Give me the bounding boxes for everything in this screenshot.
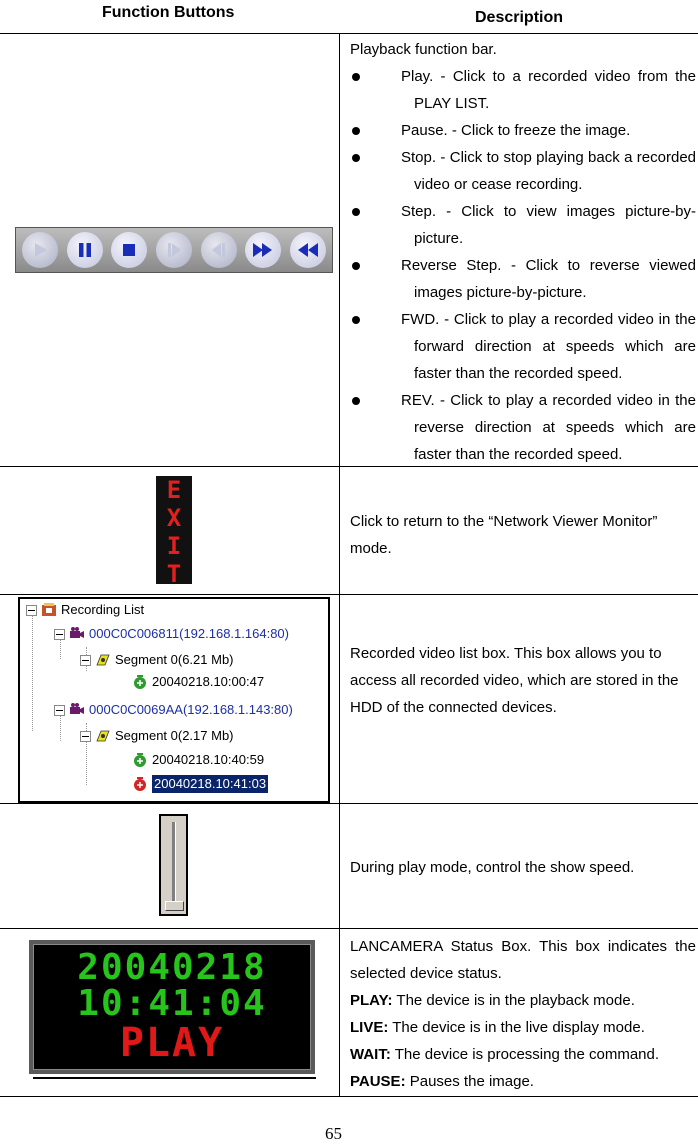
tree-row-recording-selected[interactable]: 20040218.10:41:03 <box>132 775 269 793</box>
tree-row-segment[interactable]: Segment 0(2.17 Mb) <box>80 727 234 745</box>
reverse-step-icon[interactable] <box>200 232 237 268</box>
tree-label: Segment 0(6.21 Mb) <box>115 652 234 667</box>
speed-slider[interactable] <box>159 814 188 916</box>
recording-active-icon <box>132 776 148 792</box>
collapse-icon[interactable] <box>80 730 91 742</box>
exit-button[interactable]: E X I T <box>156 476 192 588</box>
recorded-video-list-box[interactable]: Recording List 000C0C006811(192.168.1.16… <box>18 597 330 803</box>
tree-row-root[interactable]: Recording List <box>26 601 144 619</box>
table-rule <box>0 928 698 929</box>
tree-label: 000C0C006811(192.168.1.164:80) <box>89 626 289 641</box>
list-item: Step. - Click to view images picture-by-… <box>350 198 696 252</box>
tree-row-device[interactable]: 000C0C006811(192.168.1.164:80) <box>54 625 289 643</box>
table-rule <box>0 803 698 804</box>
status-display: 20040218 10:41:04 PLAY <box>33 944 311 1070</box>
playback-intro: Playback function bar. <box>350 41 497 58</box>
collapse-icon[interactable] <box>26 604 37 616</box>
bullet-icon <box>352 397 360 405</box>
status-underline <box>33 1077 316 1079</box>
recording-icon <box>132 752 148 768</box>
status-mode: PLAY <box>119 1020 225 1066</box>
tree-label: Segment 0(2.17 Mb) <box>115 728 234 743</box>
camera-icon <box>69 702 85 718</box>
tree-label: 20040218.10:40:59 <box>152 752 265 767</box>
status-date: 20040218 <box>77 947 267 988</box>
list-item: Reverse Step. - Click to reverse viewed … <box>350 252 696 306</box>
playback-description: Playback function bar. Play. - Click to … <box>350 36 696 468</box>
bullet-icon <box>352 127 360 135</box>
bullet-icon <box>352 262 360 270</box>
recording-icon <box>132 674 148 690</box>
table-rule <box>0 33 698 34</box>
list-description: Recorded video list box. This box allows… <box>350 645 679 716</box>
pause-icon[interactable] <box>66 232 103 268</box>
collapse-icon[interactable] <box>80 654 91 666</box>
tree-label: 000C0C0069AA(192.168.1.143:80) <box>89 702 293 717</box>
column-header-description: Description <box>475 9 564 26</box>
tree-row-recording[interactable]: 20040218.10:40:59 <box>132 751 264 769</box>
list-item: Play. - Click to a recorded video from t… <box>350 63 696 117</box>
list-item: Stop. - Click to stop playing back a rec… <box>350 144 696 198</box>
table-rule <box>0 466 698 467</box>
tree-row-segment[interactable]: Segment 0(6.21 Mb) <box>80 651 234 669</box>
lancamera-status-box: 20040218 10:41:04 PLAY <box>29 940 315 1074</box>
exit-letter: I <box>166 532 182 560</box>
bullet-icon <box>352 316 360 324</box>
bullet-icon <box>352 154 360 162</box>
status-time: 10:41:04 <box>77 983 267 1024</box>
exit-description: Click to return to the “Network Viewer M… <box>350 513 658 557</box>
playback-function-bar <box>15 227 333 273</box>
column-header-function-buttons: Function Buttons <box>102 4 235 21</box>
tree-label: 20040218.10:00:47 <box>152 674 265 689</box>
collapse-icon[interactable] <box>54 704 65 716</box>
tree-row-recording[interactable]: 20040218.10:00:47 <box>132 673 264 691</box>
tree-label: Recording List <box>61 602 145 617</box>
play-icon[interactable] <box>22 232 59 268</box>
status-description: LANCAMERA Status Box. This box indicates… <box>350 938 696 1090</box>
fwd-icon[interactable] <box>245 232 282 268</box>
segment-icon <box>95 652 111 668</box>
list-item: Pause. - Click to freeze the image. <box>350 117 696 144</box>
stop-icon[interactable] <box>111 232 148 268</box>
tree-label: 20040218.10:41:03 <box>152 775 269 793</box>
segment-icon <box>95 728 111 744</box>
rev-icon[interactable] <box>289 232 326 268</box>
recording-list-icon <box>41 602 57 618</box>
table-rule <box>0 594 698 595</box>
list-item: REV. - Click to play a recorded video in… <box>350 387 696 468</box>
step-icon[interactable] <box>155 232 192 268</box>
exit-letter: T <box>166 560 182 588</box>
tree-row-device[interactable]: 000C0C0069AA(192.168.1.143:80) <box>54 701 293 719</box>
list-item: FWD. - Click to play a recorded video in… <box>350 306 696 387</box>
bullet-icon <box>352 208 360 216</box>
slider-track <box>172 822 176 910</box>
exit-letter: E <box>166 476 182 504</box>
speed-description: During play mode, control the show speed… <box>350 859 635 876</box>
slider-thumb[interactable] <box>165 901 184 911</box>
table-rule <box>0 1096 698 1097</box>
bullet-icon <box>352 73 360 81</box>
collapse-icon[interactable] <box>54 628 65 640</box>
exit-letter: X <box>166 504 182 532</box>
column-divider <box>339 34 340 1096</box>
page-number: 65 <box>325 1124 342 1143</box>
camera-icon <box>69 626 85 642</box>
table-header: Function Buttons Description <box>0 0 698 32</box>
